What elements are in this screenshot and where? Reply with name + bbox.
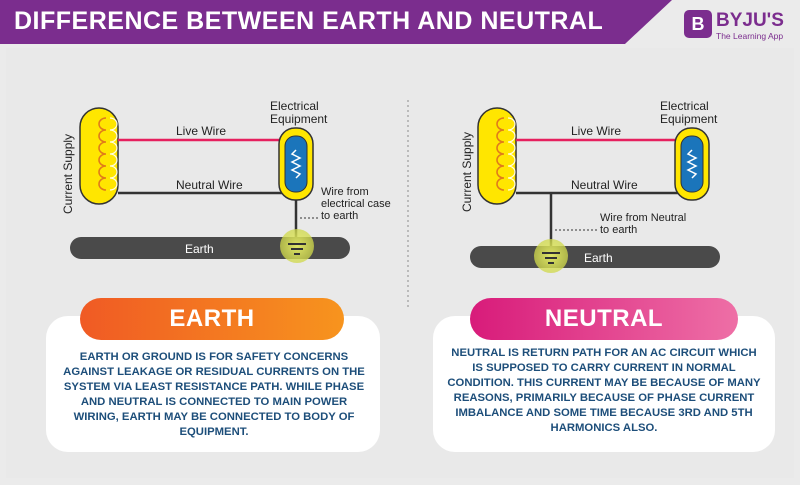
earth-live-wire-label: Live Wire <box>176 124 227 138</box>
neutral-ground-bar <box>470 246 720 268</box>
brand-logo-icon: B <box>684 10 712 38</box>
neutral-description: NEUTRAL IS RETURN PATH FOR AN AC CIRCUIT… <box>447 347 761 434</box>
neutral-ground-label: Earth <box>584 251 613 265</box>
neutral-connection-label: Wire from Neutral to earth <box>600 212 687 236</box>
earth-ground-bar <box>70 237 350 259</box>
page-title: DIFFERENCE BETWEEN EARTH AND NEUTRAL <box>14 7 604 35</box>
earth-supply-label: Current Supply <box>61 133 75 214</box>
earth-ground-glow <box>280 229 314 263</box>
brand-logo-letter: B <box>691 13 705 34</box>
earth-heading-pill: EARTH <box>80 298 344 340</box>
neutral-supply-label: Current Supply <box>460 131 474 212</box>
neutral-equipment-label-line1: Electrical <box>660 99 709 113</box>
earth-current-supply-icon <box>79 107 119 205</box>
neutral-circuit <box>470 107 720 273</box>
neutral-live-wire-label: Live Wire <box>571 124 622 138</box>
brand-tagline: The Learning App <box>716 31 784 41</box>
neutral-live-wire <box>516 138 688 160</box>
neutral-neutral-wire-label: Neutral Wire <box>571 178 638 192</box>
neutral-current-supply-icon <box>477 107 517 205</box>
neutral-equipment-label-line2: Equipment <box>660 112 718 126</box>
earth-supply-coil-icon <box>98 117 107 191</box>
earth-ground-label: Earth <box>185 242 214 256</box>
neutral-heading-pill: NEUTRAL <box>470 298 738 340</box>
brand-name: BYJU'S <box>716 10 784 31</box>
earth-live-wire <box>118 138 292 160</box>
earth-connection-label: Wire from electrical case to earth <box>321 186 391 222</box>
earth-circuit <box>70 107 350 263</box>
neutral-resistor-icon <box>686 149 698 179</box>
earth-equipment-label-line1: Electrical <box>270 99 319 113</box>
title-banner <box>0 0 672 44</box>
earth-neutral-wire-label: Neutral Wire <box>176 178 243 192</box>
earth-description: EARTH OR GROUND IS FOR SAFETY CONCERNS A… <box>63 351 365 438</box>
neutral-supply-coil-icon <box>496 117 505 191</box>
earth-resistor-icon <box>290 149 302 179</box>
earth-equipment-label-line2: Equipment <box>270 112 328 126</box>
neutral-ground-glow <box>534 239 568 273</box>
